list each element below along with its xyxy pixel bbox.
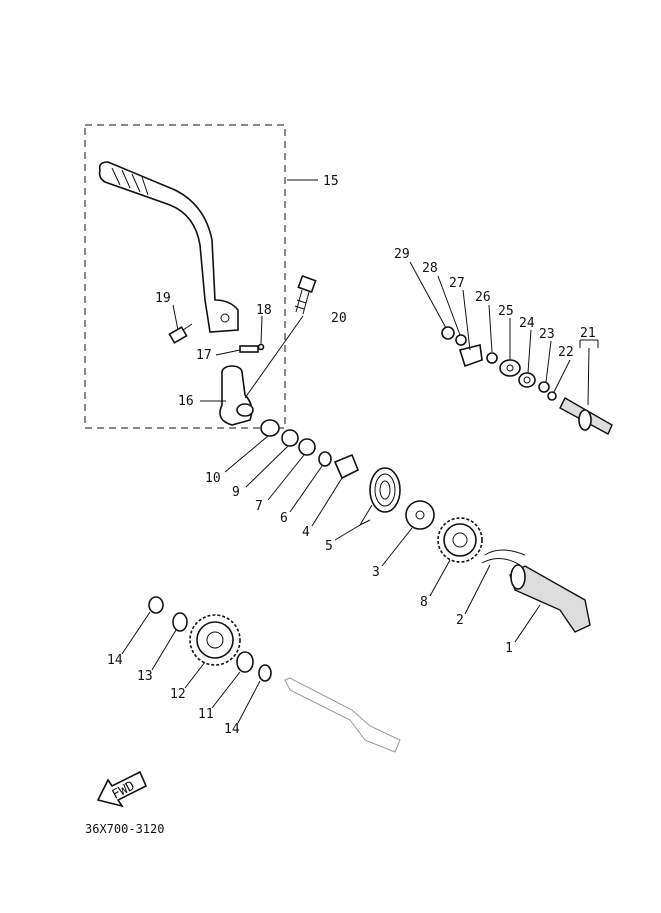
bolt-20 xyxy=(294,274,317,315)
callout-12: 12 xyxy=(170,687,186,702)
spacer-4 xyxy=(333,453,360,480)
spring-5 xyxy=(358,467,401,527)
kick-crank-boss xyxy=(219,365,254,426)
kick-shaft-1 xyxy=(509,564,591,633)
callout-22: 22 xyxy=(558,345,574,360)
washer-10 xyxy=(260,419,280,437)
callout-27: 27 xyxy=(449,276,465,291)
callout-1: 1 xyxy=(505,641,513,656)
callout-14-upper: 14 xyxy=(107,653,123,668)
callout-15: 15 xyxy=(323,174,339,189)
gear-12 xyxy=(189,614,241,666)
washer-13 xyxy=(172,612,188,632)
gear-8 xyxy=(437,517,483,563)
ball-18 xyxy=(257,343,265,351)
pin-17 xyxy=(239,345,259,353)
kick-idle-shaft-group xyxy=(441,326,613,435)
clip-2 xyxy=(481,549,526,566)
washer-9 xyxy=(281,429,299,447)
callout-17: 17 xyxy=(196,348,212,363)
callout-18: 18 xyxy=(256,303,272,318)
callout-6: 6 xyxy=(280,511,288,526)
bolt-19 xyxy=(168,323,193,344)
kick-lever xyxy=(98,161,239,333)
callout-4: 4 xyxy=(302,525,310,540)
callout-21: 21 xyxy=(580,326,596,341)
shaft-outline xyxy=(284,677,401,753)
callout-11: 11 xyxy=(198,707,214,722)
callout-5: 5 xyxy=(325,539,333,554)
callout-7: 7 xyxy=(255,499,263,514)
washer-7 xyxy=(298,438,316,456)
leader-bolt-20 xyxy=(244,315,304,399)
callout-23: 23 xyxy=(539,327,555,342)
callout-10: 10 xyxy=(205,471,221,486)
washer-3 xyxy=(405,500,435,530)
circlip-14-lower xyxy=(258,664,272,682)
circlip-14-upper xyxy=(148,596,164,614)
callout-9: 9 xyxy=(232,485,240,500)
leader-lines xyxy=(121,179,599,724)
diagram-code: 36X700-3120 xyxy=(85,822,164,836)
callout-14-lower: 14 xyxy=(224,722,240,737)
callout-16: 16 xyxy=(178,394,194,409)
callout-24: 24 xyxy=(519,316,535,331)
callout-25: 25 xyxy=(498,304,514,319)
callout-2: 2 xyxy=(456,613,464,628)
callout-26: 26 xyxy=(475,290,491,305)
callout-20: 20 xyxy=(331,311,347,326)
callout-8: 8 xyxy=(420,595,428,610)
circlip-6 xyxy=(318,451,332,467)
washer-11 xyxy=(236,651,254,673)
callout-13: 13 xyxy=(137,669,153,684)
callout-3: 3 xyxy=(372,565,380,580)
forward-arrow-icon: FWD xyxy=(96,770,148,808)
callout-28: 28 xyxy=(422,261,438,276)
callout-29: 29 xyxy=(394,247,410,262)
kick-lever-assembly-box xyxy=(84,124,286,429)
callout-19: 19 xyxy=(155,291,171,306)
